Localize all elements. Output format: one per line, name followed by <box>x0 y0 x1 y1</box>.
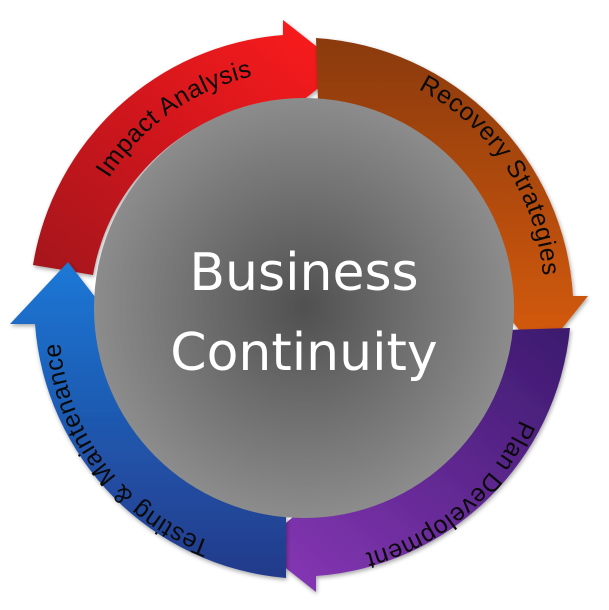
center-title-line2: Continuity <box>170 323 437 383</box>
center-circle <box>94 98 514 518</box>
impact-analysis-arrow <box>33 20 344 275</box>
center-title-line1: Business <box>189 243 418 303</box>
